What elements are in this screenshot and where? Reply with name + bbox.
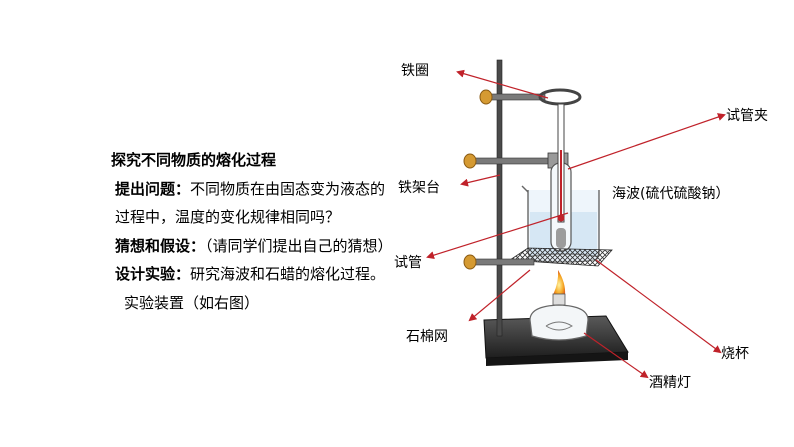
experiment-text: 探究不同物质的熔化过程 提出问题：不同物质在由固态变为液态的 过程中，温度的变化… (111, 146, 415, 317)
label-test-tube-clamp: 试管夹 (726, 108, 768, 124)
question-label: 提出问题： (115, 179, 191, 198)
test-tube-clamp (463, 152, 569, 169)
alcohol-lamp (529, 270, 589, 341)
stand-rod (496, 59, 503, 337)
design-label: 设计实验： (115, 265, 191, 283)
design-line: 设计实验：研究海波和石蜡的熔化过程。 (115, 260, 415, 289)
thermometer (557, 103, 565, 223)
label-test-tube: 试管 (394, 255, 422, 271)
label-iron-stand: 铁架台 (398, 180, 440, 196)
label-hypo: 海波(硫代硫酸钠） (612, 186, 730, 202)
hypothesis-text: （请同学们提出自己的猜想） (205, 236, 393, 255)
iron-ring (479, 88, 582, 106)
design-text: 研究海波和石蜡的熔化过程。 (190, 265, 386, 283)
label-asbestos-net: 石棉网 (406, 329, 448, 345)
asbestos-net (463, 247, 613, 270)
question-text: 不同物质在由固态变为液态的 (190, 179, 386, 198)
label-iron-ring: 铁圈 (401, 63, 429, 79)
question-line: 提出问题：不同物质在由固态变为液态的 (115, 175, 415, 204)
hypothesis-line: 猜想和假设：（请同学们提出自己的猜想） (115, 232, 415, 261)
apparatus-line: 实验装置（如右图） (124, 293, 260, 312)
experiment-title: 探究不同物质的熔化过程 (111, 151, 277, 169)
hypothesis-label: 猜想和假设： (115, 236, 206, 255)
label-beaker: 烧杯 (721, 346, 749, 362)
label-alcohol-lamp: 酒精灯 (649, 375, 691, 391)
label-arrows (426, 69, 726, 379)
question-line-2: 过程中，温度的变化规律相同吗？ (115, 208, 341, 226)
